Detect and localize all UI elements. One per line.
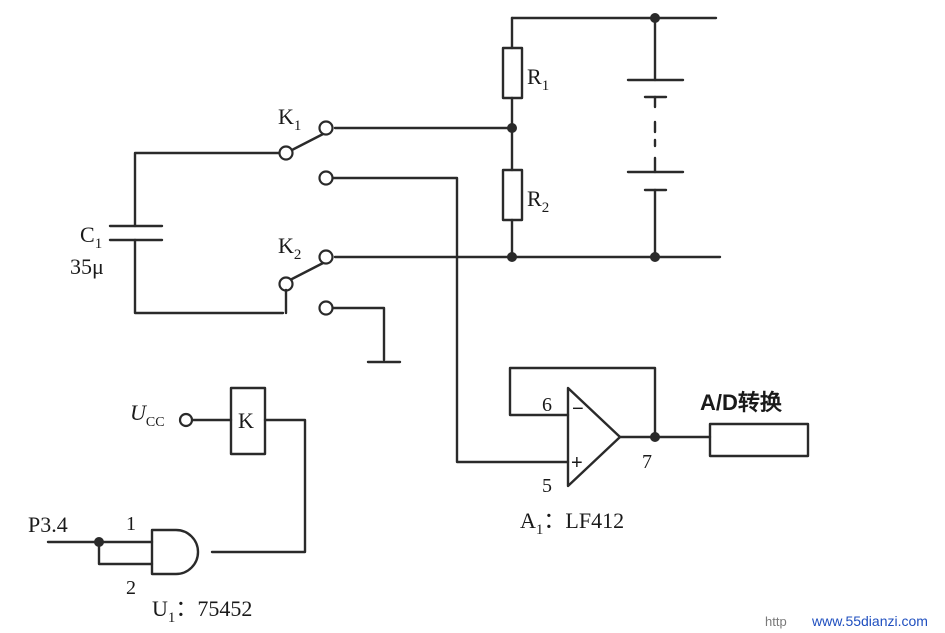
opamp-a1 (508, 366, 712, 488)
k2-common-contact (278, 276, 294, 292)
label-c1: C1 (80, 222, 102, 252)
watermark-prefix: http (765, 614, 787, 629)
label-pin1: 1 (126, 513, 136, 535)
label-ucc: UCC (130, 400, 165, 430)
label-pin2: 2 (126, 577, 136, 599)
label-opamp-minus: − (572, 398, 584, 420)
top-rail (510, 16, 718, 82)
watermark-url: www.55dianzi.com (811, 613, 928, 629)
label-a1: A1：LF412 (520, 508, 624, 538)
adc-block (708, 422, 810, 458)
label-opamp-plus: + (571, 452, 583, 474)
label-relay-k: K (238, 408, 254, 433)
k1-common-contact (278, 145, 294, 161)
k1-lower-contact (318, 170, 334, 186)
label-r1: R1 (527, 64, 549, 94)
k1-to-opamp-plus-wire (331, 176, 570, 464)
k2-lower-contact (318, 300, 334, 316)
ucc-terminal (178, 412, 194, 428)
label-k1: K1 (278, 104, 301, 134)
battery (626, 78, 685, 259)
label-p34: P3.4 (28, 512, 68, 537)
label-k2: K2 (278, 233, 301, 263)
label-r2: R2 (527, 186, 549, 216)
resistor-r2 (501, 168, 524, 259)
switch-k2 (278, 249, 334, 316)
label-pin5: 5 (542, 475, 552, 497)
label-adc: A/D转换 (700, 390, 783, 415)
k1-upper-contact (318, 120, 334, 136)
ground-symbol (331, 306, 402, 364)
label-u1: U1：75452 (152, 596, 252, 626)
and-gate-u1 (46, 528, 200, 576)
junction-dots (94, 13, 660, 547)
resistor-r1 (501, 46, 524, 172)
label-pin6: 6 (542, 394, 552, 416)
switch-k1 (278, 120, 334, 186)
relay-k (178, 386, 307, 554)
k2-upper-contact (318, 249, 334, 265)
label-c1-value: 35μ (70, 254, 104, 279)
label-pin7: 7 (642, 451, 652, 473)
capacitor-c1 (108, 151, 285, 315)
